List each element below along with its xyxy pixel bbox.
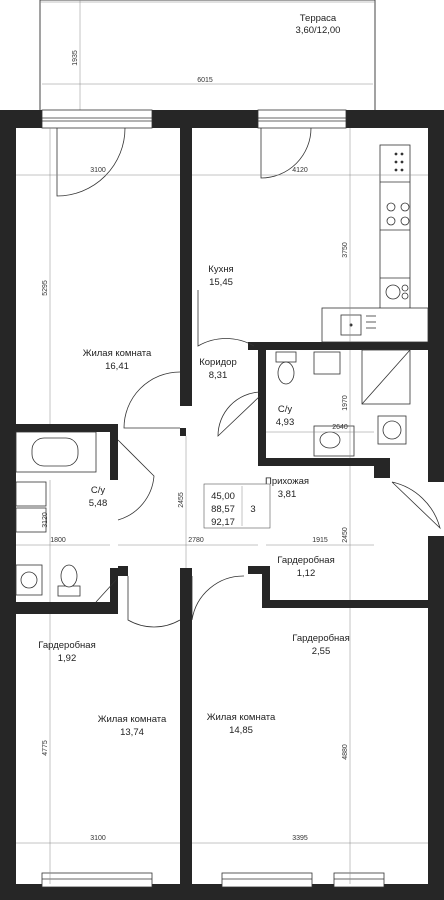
dim-2455: 2455: [178, 492, 185, 508]
shower-icon: [361, 349, 411, 405]
summary-total-area: 88,57: [211, 504, 235, 515]
room-labels: Жилая комната 16,41 Кухня 15,45 Коридор …: [38, 264, 349, 738]
room-living1-area: 16,41: [105, 361, 129, 372]
dim-4880: 4880: [342, 744, 349, 760]
room-hall-name: Прихожая: [265, 476, 309, 487]
room-hall-area: 3,81: [278, 489, 297, 500]
door-swing-icon: [127, 576, 181, 628]
room-kitchen-name: Кухня: [208, 264, 233, 275]
door-swing-icon: [95, 579, 117, 603]
summary-total-ext-area: 92,17: [211, 517, 235, 528]
room-bath-top-name: С/у: [278, 404, 293, 415]
room-closet-mid-area: 1,12: [297, 568, 316, 579]
sink-icon: [313, 425, 355, 457]
toilet-icon: [275, 351, 297, 385]
room-bath-top-area: 4,93: [276, 417, 295, 428]
stove-icon: [386, 202, 410, 226]
dim-1800: 1800: [50, 537, 66, 544]
room-bath-left-name: С/у: [91, 485, 106, 496]
dishwasher-icon: [394, 152, 404, 172]
room-living1-name: Жилая комната: [83, 348, 152, 359]
terrace-area: 3,60/12,00: [296, 25, 341, 36]
door-swing-icon: [217, 391, 261, 437]
toilet-icon: [57, 564, 81, 597]
area-summary: 45,00 88,57 92,17 3: [203, 483, 271, 529]
washer-icon: [385, 284, 409, 300]
dim-5295: 5295: [42, 280, 49, 296]
room-corridor-name: Коридор: [199, 357, 237, 368]
dim-1915: 1915: [312, 537, 328, 544]
dim-terrace-height: 1935: [72, 50, 79, 66]
room-living3-name: Жилая комната: [207, 712, 276, 723]
bathroom-left-fixtures: [15, 431, 97, 597]
terrace-name: Терраса: [300, 13, 337, 24]
bathroom-top-fixtures: [275, 349, 411, 457]
room-closet-left-area: 1,92: [58, 653, 77, 664]
room-living3-area: 14,85: [229, 725, 253, 736]
dim-2780: 2780: [188, 537, 204, 544]
room-kitchen-area: 15,45: [209, 277, 233, 288]
dimension-lines: [16, 128, 428, 884]
dim-3100-bottom: 3100: [90, 835, 106, 842]
door-swing-icon: [191, 575, 245, 621]
summary-living-area: 45,00: [211, 491, 235, 502]
room-bath-left-area: 5,48: [89, 498, 108, 509]
dim-3395: 3395: [292, 835, 308, 842]
door-swing-icon: [56, 127, 126, 197]
dim-1970: 1970: [342, 395, 349, 411]
dim-3100-top: 3100: [90, 167, 106, 174]
terrace: Терраса 3,60/12,00 6015 1935: [39, 0, 376, 113]
dim-terrace-width: 6015: [197, 77, 213, 84]
dim-3750: 3750: [342, 242, 349, 258]
room-living2-area: 13,74: [120, 727, 144, 738]
room-corridor-area: 8,31: [209, 370, 228, 381]
dim-4120: 4120: [292, 167, 308, 174]
washer-icon: [377, 415, 407, 445]
dim-2450: 2450: [342, 527, 349, 543]
room-closet-mid-name: Гардеробная: [277, 555, 334, 566]
door-swing-icon: [197, 290, 255, 347]
door-swing-icon: [117, 439, 155, 521]
dim-3120: 3120: [42, 512, 49, 528]
interior-walls: [16, 128, 428, 884]
doors: [56, 127, 441, 628]
door-swing-icon: [123, 371, 181, 429]
sink-icon: [340, 314, 376, 336]
room-living2-name: Жилая комната: [98, 714, 167, 725]
bottom-windows: [41, 872, 385, 888]
dim-2640: 2640: [332, 424, 348, 431]
room-closet-right-name: Гардеробная: [292, 633, 349, 644]
door-swing-icon: [260, 127, 312, 179]
kitchen-fixtures: [321, 144, 429, 343]
bathtub-icon: [15, 431, 97, 473]
door-swing-icon: [391, 481, 441, 530]
room-closet-right-area: 2,55: [312, 646, 331, 657]
room-closet-left-name: Гардеробная: [38, 640, 95, 651]
top-openings: [41, 109, 347, 129]
dim-4775: 4775: [42, 740, 49, 756]
dimension-labels: 3100 4120 5295 3750 1970 2640 2455 3120 …: [42, 167, 349, 842]
summary-rooms-count: 3: [250, 504, 255, 515]
